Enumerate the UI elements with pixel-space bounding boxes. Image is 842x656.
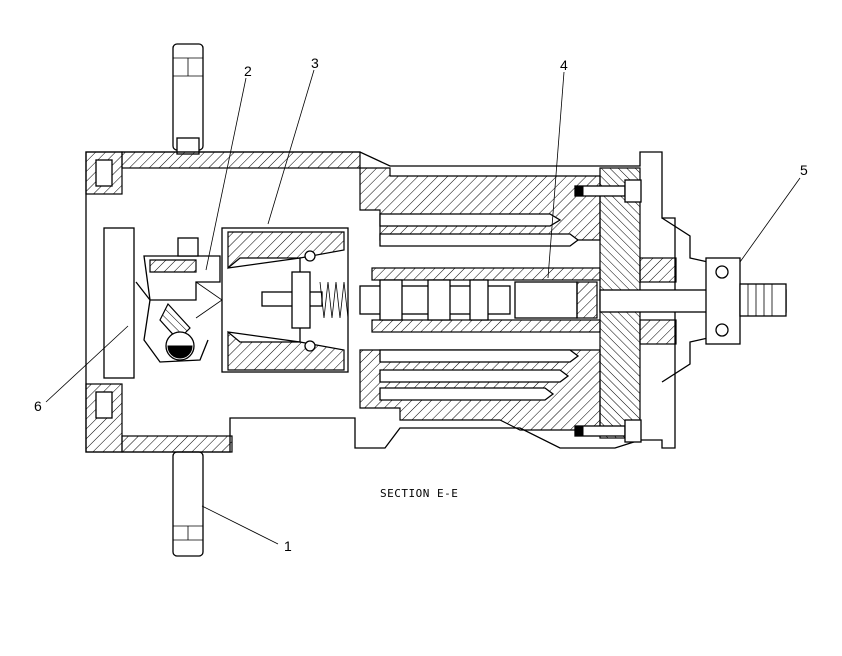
lower-shaft [172, 451, 204, 557]
callout-2: 2 [244, 63, 252, 79]
servo-assembly [221, 227, 349, 373]
control-linkage [135, 237, 223, 363]
callout-3: 3 [311, 55, 319, 71]
housing-bolts [574, 179, 642, 443]
valve-spool [319, 267, 601, 333]
callout-6: 6 [34, 398, 42, 414]
callout-5: 5 [800, 162, 808, 178]
callout-4: 4 [560, 57, 568, 73]
output-shaft [599, 217, 787, 383]
upper-shaft [172, 43, 204, 155]
section-caption: SECTION E-E [380, 487, 458, 500]
callout-1: 1 [284, 538, 292, 554]
leader-lines [45, 69, 801, 545]
